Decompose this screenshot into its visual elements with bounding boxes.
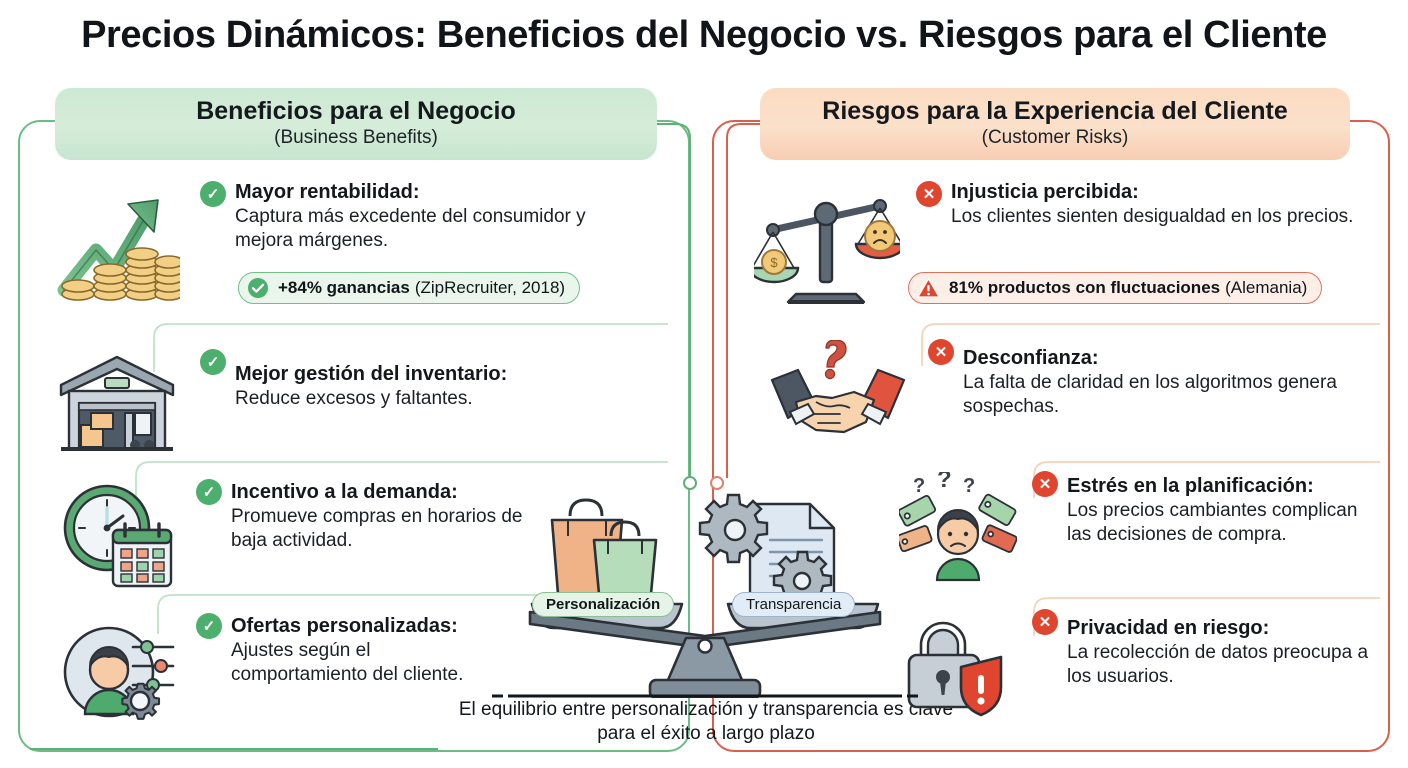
risk-headline: Injusticia percibida: xyxy=(951,181,1139,203)
benefit-body: Ajustes según el comportamiento del clie… xyxy=(231,640,464,686)
risk-item-privacy: ✕ Privacidad en riesgo: La recolección d… xyxy=(898,608,1398,718)
transparency-pan-label: Transparencia xyxy=(732,592,856,617)
benefits-stat-value: +84% ganancias xyxy=(278,277,410,297)
shopping-bags-icon xyxy=(550,498,658,596)
risk-headline: Estrés en la planificación: xyxy=(1067,475,1314,497)
risks-stat-pill: 81% productos con fluctuaciones (Alemani… xyxy=(908,272,1323,304)
risk-body: La recolección de datos preocupa a los u… xyxy=(1067,642,1369,688)
risk-body: La falta de claridad en los algoritmos g… xyxy=(963,372,1337,418)
risk-item-perceived-unfairness: $ ✕ Injusticia percibida: Los clientes s… xyxy=(752,180,1382,305)
benefit-body: Promueve compras en horarios de baja act… xyxy=(231,506,523,552)
risk-x-badge: ✕ xyxy=(1032,471,1058,497)
warehouse-icon xyxy=(52,348,182,458)
clock-calendar-icon xyxy=(52,478,182,598)
risks-header-subtitle: (Customer Risks) xyxy=(981,126,1129,148)
handshake-question-icon xyxy=(768,338,908,448)
check-circle-icon xyxy=(247,277,269,299)
user-settings-gear-icon xyxy=(52,612,182,732)
svg-text:$: $ xyxy=(770,255,778,270)
benefits-header-title: Beneficios para el Negocio xyxy=(196,97,516,126)
balance-scale-icon xyxy=(492,493,918,700)
svg-text:?: ? xyxy=(963,475,975,497)
benefit-headline: Incentivo a la demanda: xyxy=(231,481,458,503)
benefit-check-badge: ✓ xyxy=(196,479,222,505)
risk-headline: Desconfianza: xyxy=(963,347,1099,369)
risk-item-planning-stress: ??? ✕ xyxy=(898,470,1398,588)
benefit-check-badge: ✓ xyxy=(200,349,226,375)
balance-caption: El equilibrio entre personalización y tr… xyxy=(458,699,954,745)
balance-scale-illustration: Personalización Transparencia xyxy=(470,468,940,703)
risks-panel-header: Riesgos para la Experiencia del Cliente … xyxy=(760,88,1350,160)
personalization-pan-label: Personalización xyxy=(532,592,675,617)
benefits-panel-header: Beneficios para el Negocio (Business Ben… xyxy=(55,88,657,160)
benefits-header-subtitle: (Business Benefits) xyxy=(274,126,438,148)
svg-text:?: ? xyxy=(937,472,952,493)
risks-stat-value: 81% productos con fluctuaciones xyxy=(949,277,1221,297)
risk-item-distrust: ✕ Desconfianza: La falta de claridad en … xyxy=(768,338,1388,448)
benefits-stat-source: (ZipRecruiter, 2018) xyxy=(414,277,566,297)
benefit-item-personalized-offers: ✓ Ofertas personalizadas: Ajustes según … xyxy=(52,612,652,732)
benefit-headline: Mejor gestión del inventario: xyxy=(235,363,508,385)
benefit-body: Reduce excesos y faltantes. xyxy=(235,388,473,410)
benefit-check-badge: ✓ xyxy=(196,613,222,639)
benefit-body: Captura más excedente del consumidor y m… xyxy=(235,206,586,252)
risk-x-badge: ✕ xyxy=(1032,609,1058,635)
benefit-headline: Ofertas personalizadas: xyxy=(231,615,458,637)
risks-header-title: Riesgos para la Experiencia del Cliente xyxy=(822,97,1288,126)
benefit-headline: Mayor rentabilidad: xyxy=(235,181,420,203)
risk-body: Los clientes sienten desigualdad en los … xyxy=(951,206,1354,228)
benefit-item-demand: ✓ Incentivo a la demanda: Promueve compr… xyxy=(52,478,652,598)
page-title: Precios Dinámicos: Beneficios del Negoci… xyxy=(81,14,1327,56)
risk-body: Los precios cambiantes complican las dec… xyxy=(1067,500,1358,546)
growth-chart-coins-icon xyxy=(52,180,182,310)
benefit-item-profitability: ✓ Mayor rentabilidad: Captura más excede… xyxy=(52,180,652,310)
risk-x-badge: ✕ xyxy=(916,181,942,207)
unbalanced-scale-sad-face-icon: $ xyxy=(752,180,902,305)
risk-x-badge: ✕ xyxy=(928,339,954,365)
benefits-stat-pill: +84% ganancias (ZipRecruiter, 2018) xyxy=(238,272,581,304)
warning-triangle-icon xyxy=(917,277,940,299)
benefit-item-inventory: ✓ Mejor gestión del inventario: Reduce e… xyxy=(52,348,652,458)
padlock-shield-alert-icon xyxy=(898,608,1018,718)
benefit-check-badge: ✓ xyxy=(200,181,226,207)
risk-headline: Privacidad en riesgo: xyxy=(1067,617,1270,639)
svg-text:?: ? xyxy=(913,475,925,497)
confused-shopper-price-tags-icon: ??? xyxy=(898,470,1018,588)
risks-stat-source: (Alemania) xyxy=(1225,277,1308,297)
